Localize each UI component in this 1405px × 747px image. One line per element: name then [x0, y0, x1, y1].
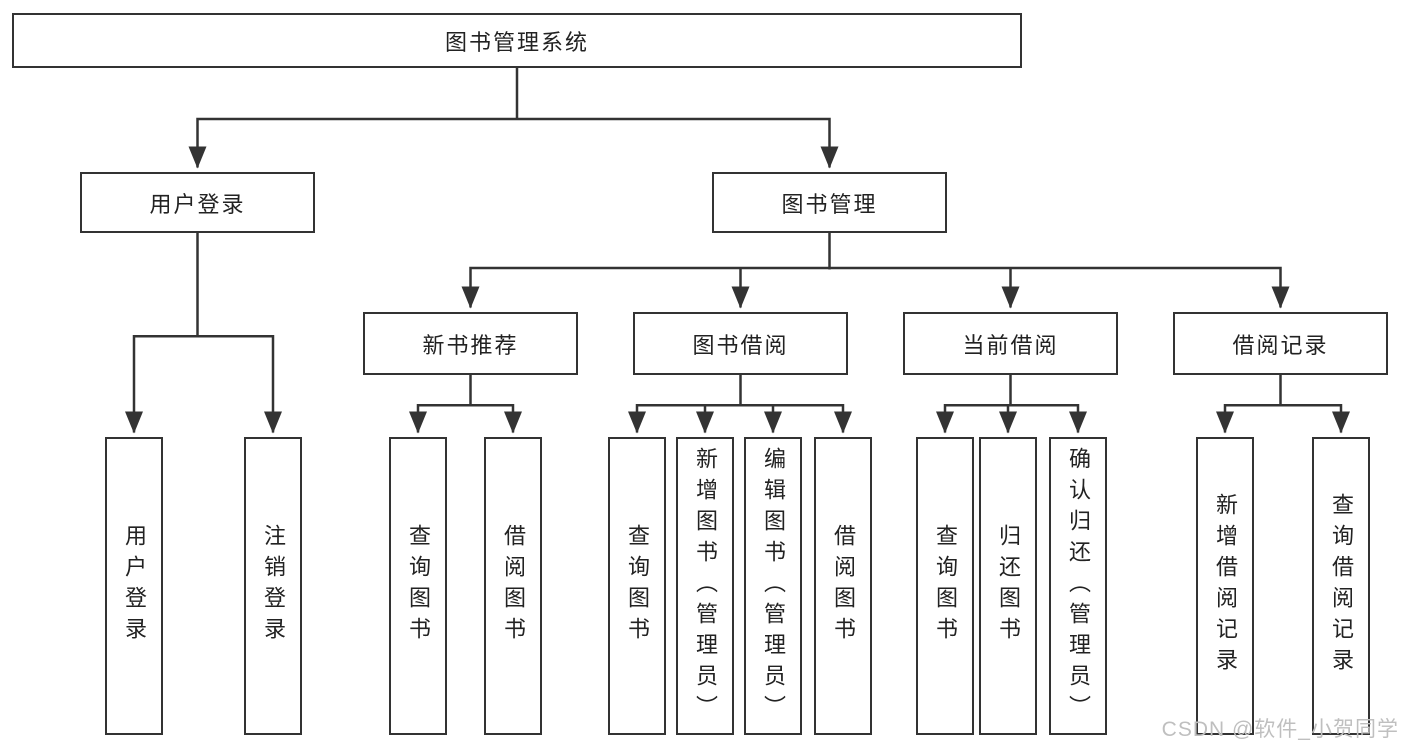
leaf-add-books-admin: 新增图书（管理员） — [676, 437, 734, 735]
node-current-borrowing: 当前借阅 — [903, 312, 1118, 375]
leaf-label: 借阅图书 — [501, 524, 526, 648]
node-label: 借阅记录 — [1232, 332, 1329, 358]
leaf-edit-books-admin: 编辑图书（管理员） — [744, 437, 802, 735]
leaf-label: 确认归还（管理员） — [1066, 446, 1091, 726]
leaf-label: 查询图书 — [933, 524, 958, 648]
node-book-borrowing: 图书借阅 — [633, 312, 848, 375]
node-book-management: 图书管理 — [712, 172, 947, 233]
leaf-borrow-books: 借阅图书 — [814, 437, 872, 735]
node-borrowing-records: 借阅记录 — [1173, 312, 1388, 375]
leaf-user-login: 用户登录 — [105, 437, 163, 735]
leaf-return-books: 归还图书 — [979, 437, 1037, 735]
csdn-watermark: CSDN @软件_小贺同学 — [1161, 718, 1399, 741]
leaf-label: 查询图书 — [625, 524, 650, 648]
leaf-query-books-borrowing: 查询图书 — [608, 437, 666, 735]
node-label: 图书管理 — [781, 191, 878, 217]
leaf-label: 用户登录 — [122, 524, 147, 648]
node-label: 图书管理系统 — [444, 29, 589, 55]
leaf-borrow-books-recommend: 借阅图书 — [484, 437, 542, 735]
node-label: 图书借阅 — [692, 332, 789, 358]
leaf-label: 查询借阅记录 — [1329, 493, 1354, 679]
leaf-label: 注销登录 — [261, 524, 286, 648]
node-new-book-recommend: 新书推荐 — [363, 312, 578, 375]
leaf-label: 查询图书 — [406, 524, 431, 648]
leaf-add-borrow-record: 新增借阅记录 — [1196, 437, 1254, 735]
leaf-label: 借阅图书 — [831, 524, 856, 648]
leaf-label: 新增借阅记录 — [1213, 493, 1238, 679]
leaf-label: 新增图书（管理员） — [693, 446, 718, 726]
node-label: 当前借阅 — [962, 332, 1059, 358]
node-label: 用户登录 — [149, 191, 246, 217]
node-label: 新书推荐 — [422, 332, 519, 358]
leaf-query-books-recommend: 查询图书 — [389, 437, 447, 735]
node-root-book-management-system: 图书管理系统 — [12, 13, 1022, 68]
leaf-label: 归还图书 — [996, 524, 1021, 648]
leaf-query-borrow-record: 查询借阅记录 — [1312, 437, 1370, 735]
leaf-logout: 注销登录 — [244, 437, 302, 735]
node-user-login: 用户登录 — [80, 172, 315, 233]
leaf-confirm-return-admin: 确认归还（管理员） — [1049, 437, 1107, 735]
leaf-label: 编辑图书（管理员） — [761, 446, 786, 726]
leaf-query-books-current: 查询图书 — [916, 437, 974, 735]
